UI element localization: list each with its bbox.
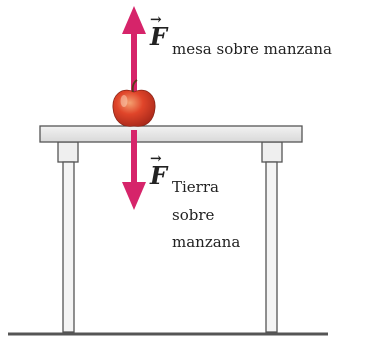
label-force-up: → F mesa sobre manzana xyxy=(149,12,332,58)
svg-text:F: F xyxy=(149,161,169,190)
label-force-down: → F Tierra sobre manzana xyxy=(149,151,240,251)
force-arrow-up xyxy=(122,6,146,100)
table-leg-left xyxy=(57,141,79,333)
svg-text:Tierra: Tierra xyxy=(172,178,219,196)
svg-text:sobre: sobre xyxy=(172,206,215,224)
table-top xyxy=(39,125,303,143)
svg-text:→: → xyxy=(150,151,162,167)
svg-text:F: F xyxy=(149,22,169,51)
svg-text:→: → xyxy=(150,12,162,28)
svg-text:mesa sobre manzana: mesa sobre manzana xyxy=(172,40,332,58)
force-arrow-down xyxy=(122,130,146,210)
apple xyxy=(112,79,156,127)
svg-text:manzana: manzana xyxy=(172,233,240,251)
table-leg-right xyxy=(261,141,283,333)
